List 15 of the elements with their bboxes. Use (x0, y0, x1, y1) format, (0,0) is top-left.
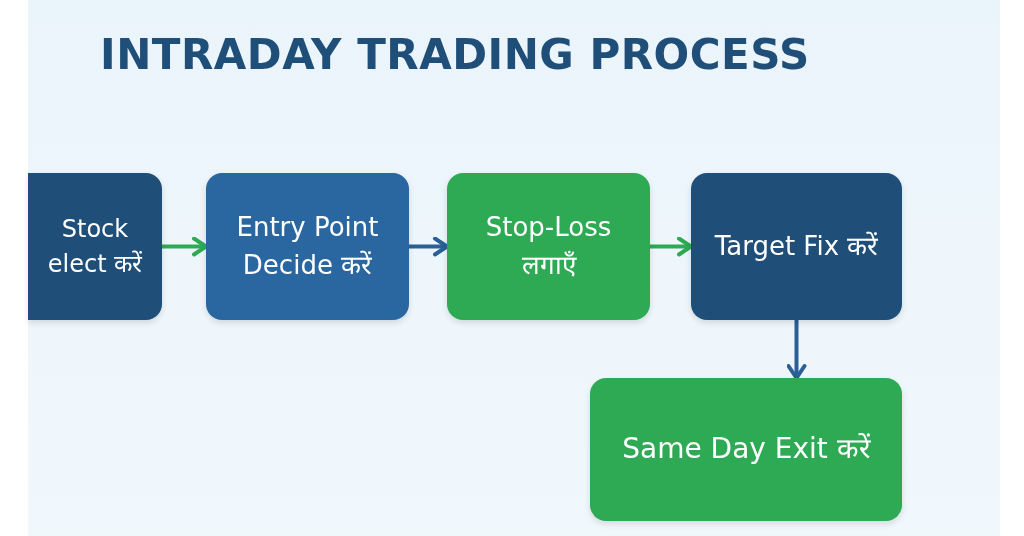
process-box (206, 173, 409, 320)
process-box (28, 173, 162, 320)
step-label: Entry Point Decide करें (235, 210, 380, 282)
title: INTRADAY TRADING PROCESS (100, 30, 810, 79)
process-box (691, 173, 902, 320)
step-label: Target Fix करें (714, 229, 879, 263)
arrow (650, 236, 693, 257)
process-box (447, 173, 650, 320)
arrow (162, 236, 208, 257)
step-label: Stock elect करें (46, 213, 144, 280)
arrow (786, 320, 807, 380)
step-label: Stop-Loss लगाएँ (484, 210, 613, 282)
arrow (409, 236, 449, 257)
process-box (590, 378, 902, 521)
step-label: Same Day Exit करें (622, 431, 870, 468)
